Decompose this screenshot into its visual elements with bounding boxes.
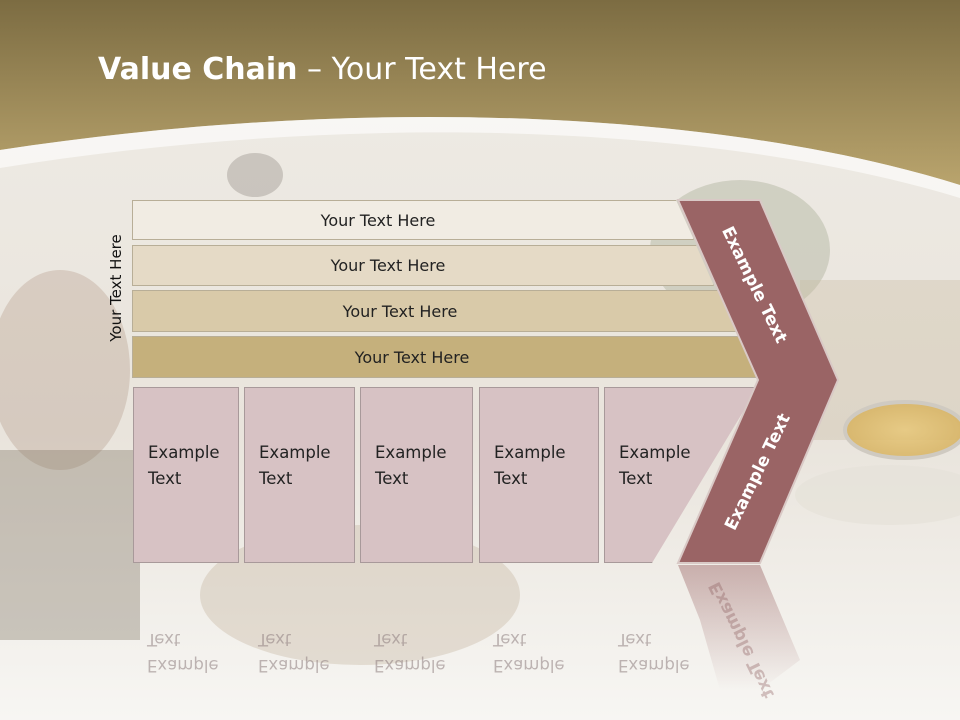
reflection-text: Example (258, 656, 330, 675)
example-box-text: Example (494, 443, 566, 462)
teacup-shape (845, 402, 960, 458)
reflection-text: Example (374, 656, 446, 675)
reflection-text: Text (258, 630, 292, 649)
example-box-text: Example (148, 443, 220, 462)
example-box-text: Example (259, 443, 331, 462)
value-bar-3: Your Text Here (132, 290, 738, 332)
teapot-lid-shape (227, 153, 283, 197)
value-bar-label: Your Text Here (320, 210, 436, 230)
example-box-text: Text (148, 469, 182, 488)
example-box-reflection: Example Text (493, 626, 565, 678)
example-box-reflection: Example Text (147, 626, 219, 678)
reflection-text: Example (147, 656, 219, 675)
value-bar-4: Your Text Here (132, 336, 762, 378)
reflection-text: Text (147, 630, 181, 649)
side-label: Your Text Here (107, 234, 125, 342)
example-box-text: Example (619, 443, 691, 462)
reflection-text: Example (618, 656, 690, 675)
example-box-text: Example (375, 443, 447, 462)
value-bar-label: Your Text Here (342, 301, 458, 321)
slide-title: Value Chain – Your Text Here (98, 52, 547, 87)
example-box-text: Text (619, 469, 653, 488)
example-box-text: Text (494, 469, 528, 488)
example-box-text: Text (375, 469, 409, 488)
value-bar-label: Your Text Here (330, 256, 446, 275)
value-bar-2: Your Text Here (132, 245, 714, 286)
reflection-text: Text (374, 630, 408, 649)
example-box-text: Text (259, 469, 293, 488)
example-box-reflection: Example Text (618, 626, 690, 678)
value-bar-label: Your Text Here (354, 347, 470, 367)
teapot-shape (0, 270, 130, 470)
example-box-reflection: Example Text (258, 626, 330, 678)
title-rest: – Your Text Here (297, 52, 547, 87)
header-band (0, 0, 960, 185)
reflection-text: Text (493, 630, 527, 649)
example-box-reflection: Example Text (374, 626, 446, 678)
title-bold: Value Chain (98, 52, 298, 87)
cloth-shape (0, 450, 140, 640)
value-bar-1: Your Text Here (132, 200, 694, 240)
reflection-text: Example (493, 656, 565, 675)
reflection-text: Text (618, 630, 652, 649)
